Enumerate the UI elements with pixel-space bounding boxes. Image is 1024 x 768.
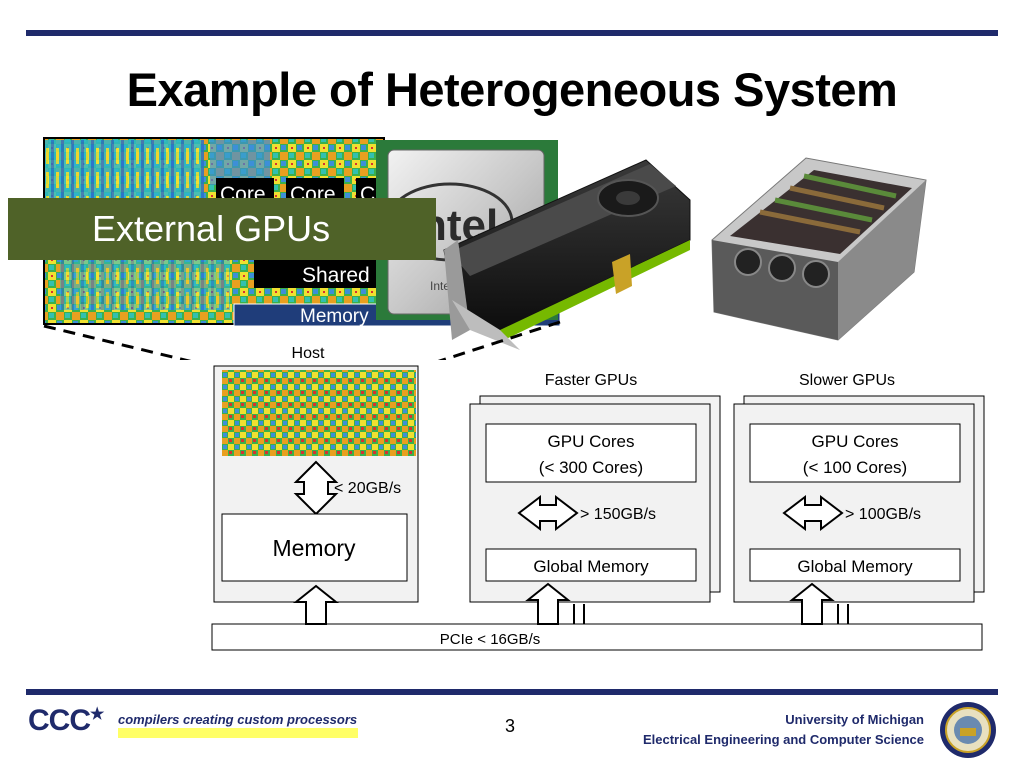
university-name: University of Michigan	[785, 712, 924, 727]
host-memory-label: Memory	[272, 535, 356, 561]
page-number: 3	[505, 716, 516, 736]
faster-gpu-cores-title: GPU Cores	[548, 432, 635, 451]
host-memory-block	[221, 513, 408, 582]
memory-bar-label: Memory	[300, 306, 369, 327]
slower-gpus-label: Slower GPUs	[799, 372, 895, 389]
faster-gpu-cores-count: (< 300 Cores)	[539, 458, 643, 477]
ccc-logo: CCC★	[28, 704, 104, 738]
slower-gpu-bus-arrow-icon	[789, 582, 835, 625]
ccc-tagline: compilers creating custom processors	[118, 712, 358, 727]
slower-gpu-cores-count: (< 100 Cores)	[803, 458, 907, 477]
faster-gpus-label: Faster GPUs	[545, 372, 637, 389]
external-gpus-callout	[8, 198, 436, 260]
host-cpu-die-image	[222, 370, 416, 456]
external-gpus-label: External GPUs	[92, 208, 331, 249]
slide-title: Example of Heterogeneous System	[126, 63, 898, 116]
top-rule	[26, 30, 998, 36]
zoom-line-left	[43, 324, 192, 360]
system-diagram: Host < 20GB/s Memory Faster GPUs GPU Cor…	[211, 345, 985, 651]
bottom-rule	[26, 689, 998, 695]
faster-gpu-bandwidth-label: > 150GB/s	[580, 506, 656, 523]
slower-gpu-bandwidth-label: > 100GB/s	[845, 506, 921, 523]
host-bus-arrow-icon	[293, 584, 339, 625]
host-label: Host	[292, 345, 325, 362]
faster-gpu-global-memory-label: Global Memory	[533, 557, 649, 576]
ccc-logo-text: CCC	[28, 704, 91, 737]
intel-small-text: Inte	[430, 279, 450, 293]
slower-gpu-double-arrow-icon	[782, 494, 844, 532]
department-name: Electrical Engineering and Computer Scie…	[642, 732, 924, 747]
hardware-collage: Core Core C Shared Memory ntel Inte	[43, 137, 927, 360]
faster-gpu-double-arrow-icon	[517, 494, 579, 532]
faster-gpu-cores-block	[485, 423, 697, 483]
tagline-highlight	[118, 728, 358, 738]
pcie-bus	[211, 623, 983, 651]
slower-gpu-global-memory-block	[749, 548, 961, 582]
zoom-line-right	[437, 320, 561, 360]
pcie-bus-label: PCIe < 16GB/s	[440, 631, 540, 648]
slower-gpu-cores-block	[749, 423, 961, 483]
host-bandwidth-label: < 20GB/s	[334, 480, 401, 497]
gpu-card-image	[443, 159, 691, 350]
slower-gpu-global-memory-label: Global Memory	[797, 557, 913, 576]
ccc-logo-star-icon: ★	[90, 706, 104, 723]
faster-gpu-global-memory-block	[485, 548, 697, 582]
slower-gpu-cores-title: GPU Cores	[812, 432, 899, 451]
gpu-server-image	[711, 157, 927, 341]
faster-gpu-bus-arrow-icon	[525, 582, 571, 625]
university-seal-icon	[940, 702, 996, 758]
shared-cache-box	[254, 260, 386, 288]
shared-label: Shared	[302, 264, 370, 287]
